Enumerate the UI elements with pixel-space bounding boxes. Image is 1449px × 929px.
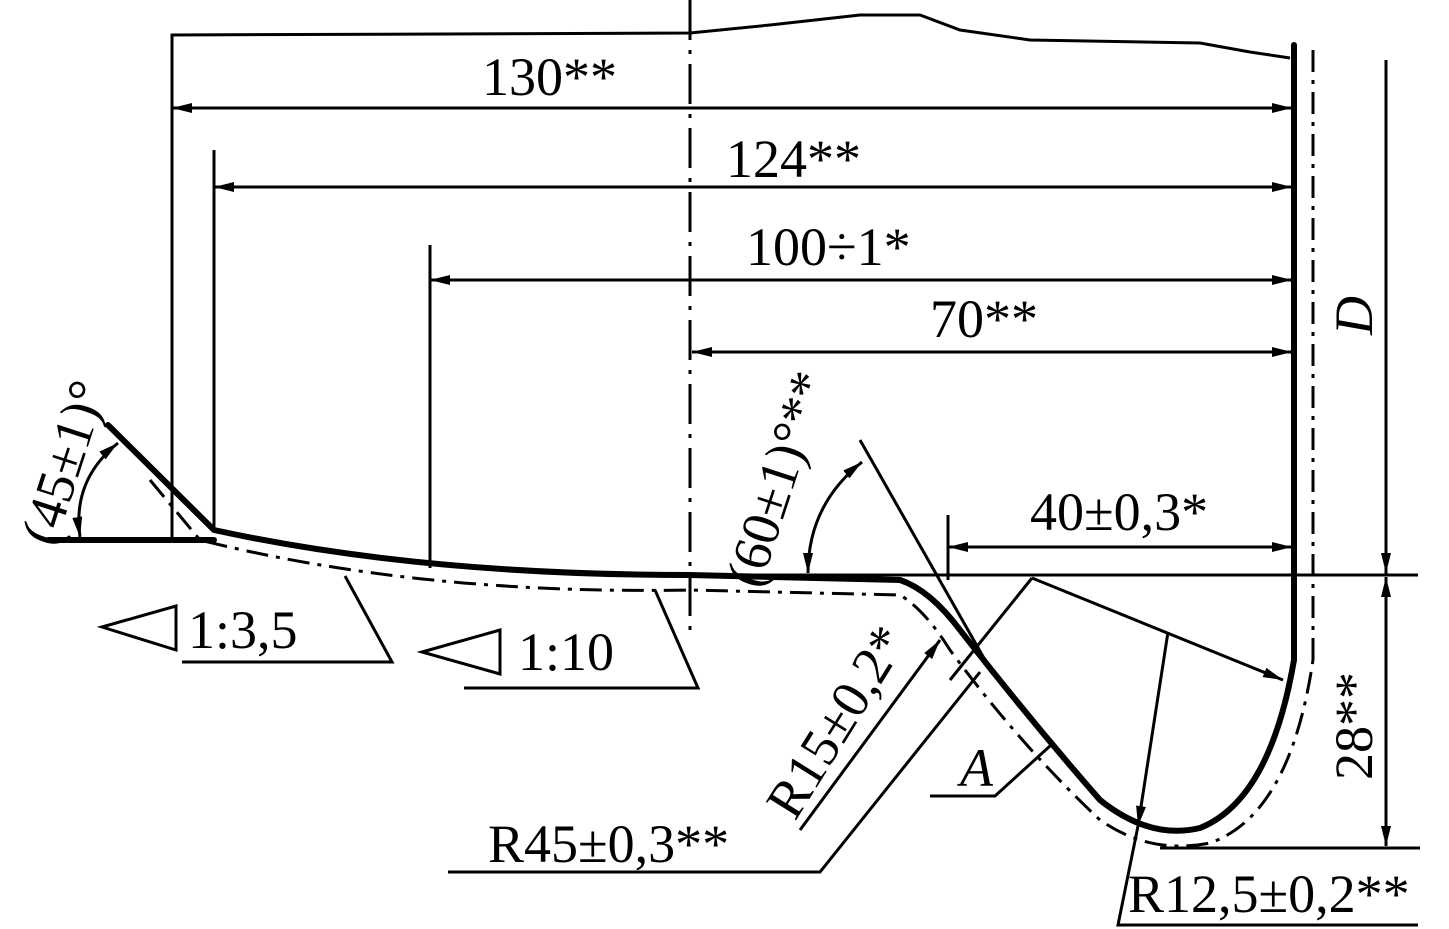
r15-label: R15±0,2* bbox=[754, 615, 918, 828]
angle-60-label: (60±1)°** bbox=[714, 364, 840, 594]
r12-radius-line bbox=[1136, 631, 1170, 827]
dim-130-label: 130** bbox=[482, 47, 617, 107]
angle-arc-60 bbox=[803, 460, 863, 574]
r12-label: R12,5±0,2** bbox=[1128, 864, 1410, 924]
taper-symbol-2 bbox=[416, 628, 502, 676]
r12-leader bbox=[1031, 576, 1284, 682]
dim-70-label: 70** bbox=[930, 289, 1038, 349]
dim-D-label: D bbox=[1324, 296, 1384, 336]
top-contour-line bbox=[170, 13, 1291, 540]
profile-dashdot bbox=[148, 479, 1315, 848]
taper-shelf-2 bbox=[464, 589, 701, 690]
angle-arc-45 bbox=[72, 441, 119, 538]
profile-thick bbox=[105, 422, 1297, 834]
r12-center-line bbox=[948, 577, 1034, 681]
taper-2-label: 1:10 bbox=[518, 622, 614, 682]
r45-leader bbox=[448, 671, 982, 874]
angle-45-label: (45±1)° bbox=[9, 373, 118, 552]
r15-leader bbox=[798, 639, 942, 831]
dim-100-label: 100÷1* bbox=[746, 217, 911, 277]
r12-shelf bbox=[1116, 825, 1418, 927]
dim-124-label: 124** bbox=[726, 129, 861, 189]
point-A-label: A bbox=[957, 738, 994, 798]
a-leader bbox=[930, 744, 1052, 798]
dim-28-label: 28** bbox=[1324, 672, 1384, 780]
taper-symbol-1 bbox=[96, 604, 178, 653]
taper-1-label: 1:3,5 bbox=[188, 600, 298, 660]
r45-label: R45±0,3** bbox=[488, 814, 729, 874]
dim-40-label: 40±0,3* bbox=[1030, 482, 1208, 542]
angle-line-60 bbox=[858, 439, 987, 661]
taper-shelf-1 bbox=[182, 575, 395, 664]
